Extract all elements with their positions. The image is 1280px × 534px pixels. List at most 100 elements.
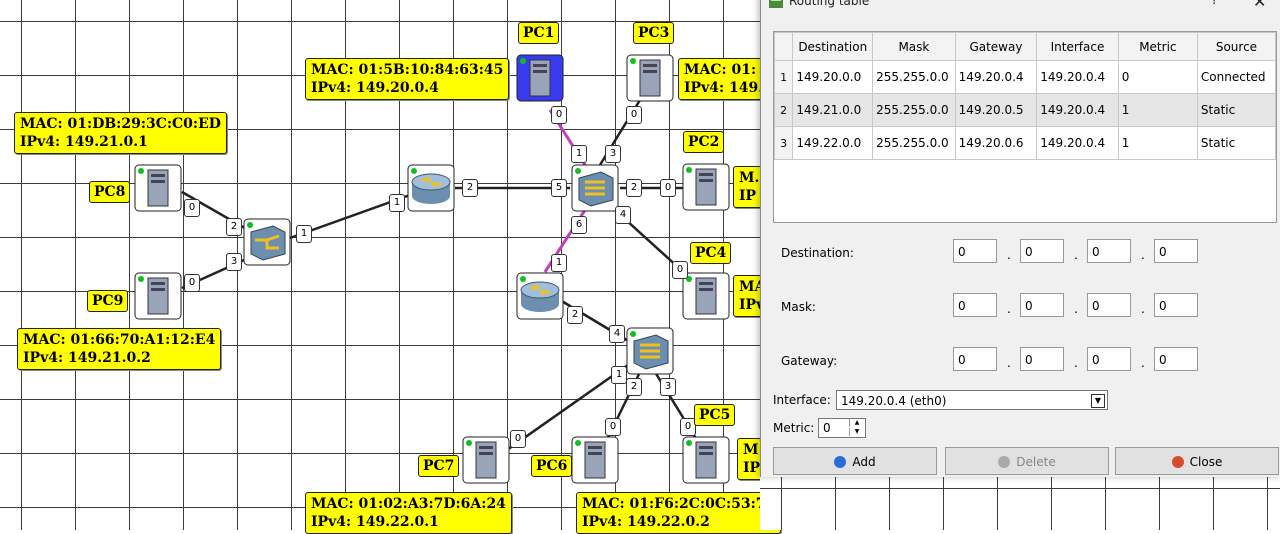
cell-destination[interactable]: 149.21.0.0 — [792, 93, 874, 127]
cell-gateway[interactable]: 149.20.0.5 — [954, 93, 1038, 127]
port-label: 1 — [571, 145, 587, 163]
mask-octet-2[interactable]: 0 — [1020, 293, 1064, 317]
add-button[interactable]: Add — [773, 447, 937, 475]
mask-label: Mask: — [781, 300, 816, 314]
row-index: 3 — [773, 126, 794, 160]
cell-interface[interactable]: 149.20.0.4 — [1036, 93, 1119, 127]
row-index: 2 — [773, 93, 794, 127]
pc5-computer-icon[interactable] — [682, 436, 730, 484]
mask-octet-3[interactable]: 0 — [1087, 293, 1131, 317]
address-label: MAC: 01:66:70:A1:12:E4 IPv4: 149.21.0.2 — [17, 328, 222, 370]
close-circle-icon — [1171, 456, 1184, 468]
hub-icon[interactable] — [243, 218, 291, 266]
port-label: 3 — [660, 378, 676, 396]
column-header[interactable]: Source — [1196, 32, 1277, 61]
dot-separator: . — [1074, 302, 1078, 316]
delete-button[interactable]: Delete — [945, 447, 1109, 475]
column-header[interactable]: Interface — [1036, 32, 1119, 61]
cell-gateway[interactable]: 149.20.0.6 — [954, 126, 1038, 160]
pc-name-label: PC2 — [683, 131, 725, 153]
cell-source[interactable]: Connected — [1196, 60, 1277, 94]
cell-metric[interactable]: 1 — [1117, 93, 1198, 127]
dot-separator: . — [1141, 356, 1145, 370]
port-label: 0 — [680, 418, 696, 436]
router1-icon[interactable] — [407, 164, 455, 212]
switch1-icon[interactable] — [571, 164, 619, 212]
gateway-octet-3[interactable]: 0 — [1087, 347, 1131, 371]
table-row[interactable]: 2 149.21.0.0 255.255.0.0 149.20.0.5 149.… — [773, 93, 1277, 127]
close-icon[interactable]: ✕ — [1253, 0, 1267, 11]
table-header-row: Destination Mask Gateway Interface Metri… — [773, 32, 1277, 61]
pc1-computer-icon[interactable] — [516, 54, 564, 102]
cell-gateway[interactable]: 149.20.0.4 — [954, 60, 1038, 94]
gateway-octet-4[interactable]: 0 — [1154, 347, 1198, 371]
cell-source[interactable]: Static — [1196, 93, 1277, 127]
chevron-down-icon[interactable]: ▼ — [1091, 394, 1105, 408]
column-header[interactable]: Metric — [1117, 32, 1198, 61]
table-row[interactable]: 3 149.22.0.0 255.255.0.0 149.20.0.6 149.… — [773, 126, 1277, 160]
column-header[interactable]: Mask — [872, 32, 956, 61]
spin-down-icon[interactable]: ▼ — [849, 428, 864, 436]
port-label: 0 — [184, 274, 200, 292]
dot-separator: . — [1074, 248, 1078, 262]
table-row[interactable]: 1 149.20.0.0 255.255.0.0 149.20.0.4 149.… — [773, 60, 1277, 94]
cell-interface[interactable]: 149.20.0.4 — [1036, 60, 1119, 94]
port-label: 1 — [389, 194, 405, 212]
destination-octet-4[interactable]: 0 — [1154, 239, 1198, 263]
cell-metric[interactable]: 0 — [1117, 60, 1198, 94]
address-label: MAC: 01: IPv4: 149. — [678, 58, 770, 100]
port-label: 4 — [615, 206, 631, 224]
metric-spinbox[interactable]: 0 ▲ ▼ — [818, 418, 866, 438]
gateway-octet-1[interactable]: 0 — [953, 347, 997, 371]
close-button[interactable]: Close — [1115, 447, 1279, 475]
pc9-computer-icon[interactable] — [134, 272, 182, 320]
port-label: 1 — [611, 366, 627, 384]
port-label: 2 — [626, 179, 642, 197]
pc7-computer-icon[interactable] — [462, 436, 510, 484]
interface-select[interactable]: 149.20.0.4 (eth0) ▼ — [836, 390, 1108, 410]
cell-mask[interactable]: 255.255.0.0 — [872, 126, 956, 160]
mask-octet-1[interactable]: 0 — [953, 293, 997, 317]
dot-separator: . — [1141, 302, 1145, 316]
column-header[interactable]: Destination — [792, 32, 874, 61]
spin-up-icon[interactable]: ▲ — [849, 419, 864, 427]
dialog-titlebar[interactable]: Routing table ? ✕ — [761, 0, 1280, 14]
help-button[interactable]: ? — [1211, 0, 1218, 8]
cell-destination[interactable]: 149.22.0.0 — [792, 126, 874, 160]
pc-name-label: PC1 — [518, 22, 560, 44]
pc8-computer-icon[interactable] — [134, 164, 182, 212]
column-header[interactable]: Gateway — [954, 32, 1038, 61]
cell-interface[interactable]: 149.20.0.4 — [1036, 126, 1119, 160]
cell-mask[interactable]: 255.255.0.0 — [872, 93, 956, 127]
pc-name-label: PC9 — [87, 290, 129, 312]
canvas-grid-region — [760, 477, 1280, 530]
port-label: 2 — [226, 218, 242, 236]
pc6-computer-icon[interactable] — [571, 436, 619, 484]
cell-source[interactable]: Static — [1196, 126, 1277, 160]
destination-octet-2[interactable]: 0 — [1020, 239, 1064, 263]
cell-mask[interactable]: 255.255.0.0 — [872, 60, 956, 94]
pc4-computer-icon[interactable] — [682, 272, 730, 320]
port-label: 2 — [626, 378, 642, 396]
destination-octet-1[interactable]: 0 — [953, 239, 997, 263]
gateway-octet-2[interactable]: 0 — [1020, 347, 1064, 371]
pc2-computer-icon[interactable] — [682, 163, 730, 211]
cell-metric[interactable]: 1 — [1117, 126, 1198, 160]
add-button-label: Add — [852, 455, 876, 469]
cell-destination[interactable]: 149.20.0.0 — [792, 60, 874, 94]
switch2-icon[interactable] — [626, 327, 674, 375]
delete-icon — [998, 456, 1011, 468]
mask-octet-4[interactable]: 0 — [1154, 293, 1198, 317]
address-label: MAC: 01:F6:2C:0C:53:79 IPv4: 149.22.0.2 — [576, 492, 782, 534]
destination-octet-3[interactable]: 0 — [1087, 239, 1131, 263]
app-icon — [769, 0, 783, 8]
interface-value: 149.20.0.4 (eth0) — [841, 394, 947, 408]
port-label: 0 — [672, 261, 688, 279]
routing-table[interactable]: Destination Mask Gateway Interface Metri… — [773, 31, 1277, 223]
delete-button-label: Delete — [1016, 455, 1056, 469]
metric-label: Metric: — [773, 421, 815, 435]
port-label: 6 — [571, 216, 587, 234]
routing-table-dialog[interactable]: Routing table ? ✕ Destination Mask Gatew… — [760, 0, 1280, 477]
pc3-computer-icon[interactable] — [626, 54, 674, 102]
router2-icon[interactable] — [516, 272, 564, 320]
